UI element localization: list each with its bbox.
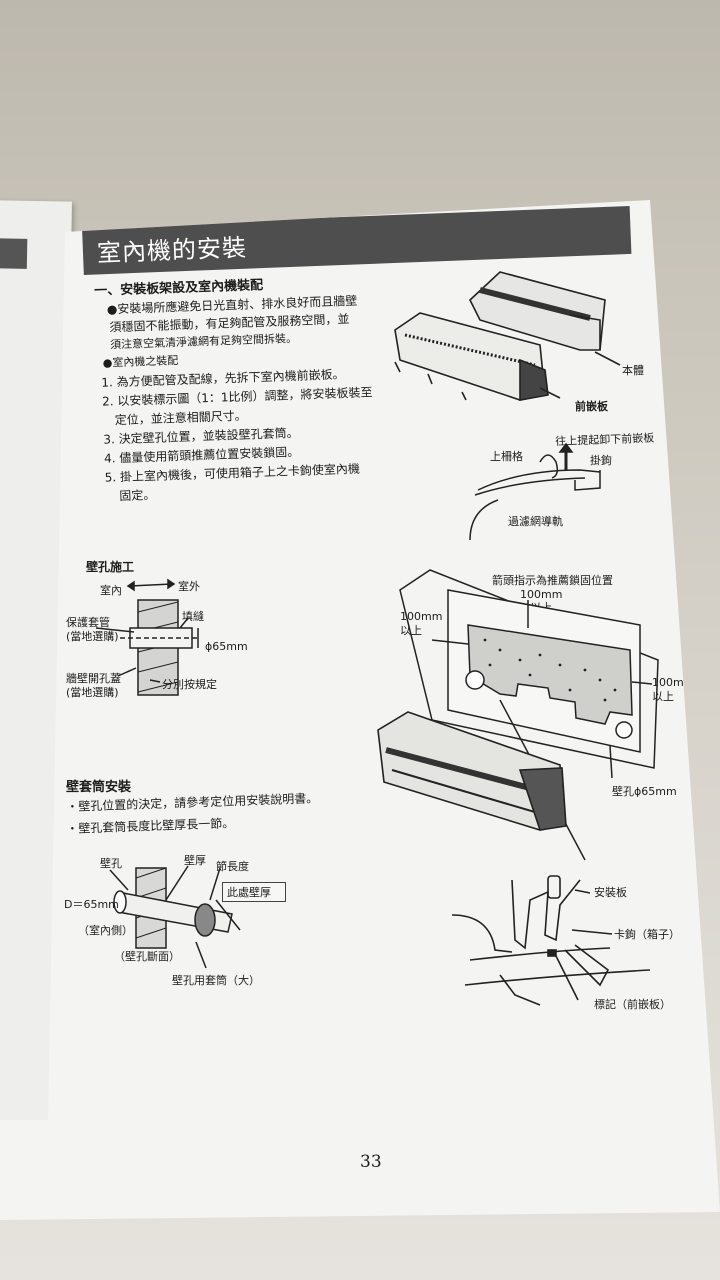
label-mount-plate: 安裝板 bbox=[594, 886, 627, 899]
label-indoor: 室內 bbox=[100, 584, 122, 597]
left-clear-line2: 以上 bbox=[400, 624, 422, 637]
label-outdoor: 室外 bbox=[178, 580, 200, 593]
previous-page-title-bar bbox=[0, 237, 28, 269]
label-hook: 掛鉤 bbox=[590, 454, 612, 467]
label-upper-grille: 上柵格 bbox=[490, 450, 523, 463]
sleeve-heading: 壁套筒安裝 bbox=[66, 780, 132, 795]
label-wall-hole: 壁孔 bbox=[100, 857, 122, 870]
wall-hole-heading: 壁孔施工 bbox=[86, 560, 135, 574]
label-arrow-note: 箭頭指示為推薦鎖固位置 bbox=[492, 574, 613, 587]
label-left-clearance: 100mm 以上 bbox=[400, 610, 442, 638]
left-clear-line1: 100mm bbox=[400, 610, 443, 623]
label-fill-gap: 填縫 bbox=[182, 610, 204, 623]
label-body: 本體 bbox=[622, 364, 644, 377]
label-diameter: ϕ65mm bbox=[205, 640, 248, 653]
label-front-panel: 前嵌板 bbox=[575, 400, 608, 413]
top-clear-line1: 100mm bbox=[520, 588, 563, 601]
wall-cap-line2: (當地選購) bbox=[66, 686, 119, 699]
label-cut-note: 此處壁厚 bbox=[222, 882, 286, 902]
label-wall-thickness: 壁厚 bbox=[184, 854, 206, 867]
protect-sleeve-line2: (當地選購) bbox=[66, 630, 119, 643]
protect-sleeve-line1: 保護套管 bbox=[66, 616, 110, 629]
label-per-regulation: 分別按規定 bbox=[162, 678, 217, 691]
label-wall-hole-65: 壁孔ϕ65mm bbox=[612, 785, 677, 798]
wall-cap-line1: 牆壁開孔蓋 bbox=[66, 672, 121, 685]
label-hole-section: （壁孔斷面） bbox=[114, 950, 180, 963]
label-d-value: D＝65mm bbox=[64, 898, 119, 911]
label-indoor-side: （室內側） bbox=[78, 924, 133, 937]
page-number: 33 bbox=[360, 1152, 382, 1172]
label-wall-cap: 牆壁開孔蓋 (當地選購) bbox=[66, 672, 121, 700]
label-protect-sleeve: 保護套管 (當地選購) bbox=[66, 616, 119, 644]
label-filter-rail: 過濾網導軌 bbox=[508, 515, 563, 528]
label-sleeve-big: 壁孔用套筒（大） bbox=[172, 974, 260, 987]
label-hook-box: 卡鉤（箱子） bbox=[614, 928, 680, 941]
label-mark-front: 標記（前嵌板） bbox=[594, 998, 671, 1011]
label-section-length: 節長度 bbox=[216, 860, 249, 873]
